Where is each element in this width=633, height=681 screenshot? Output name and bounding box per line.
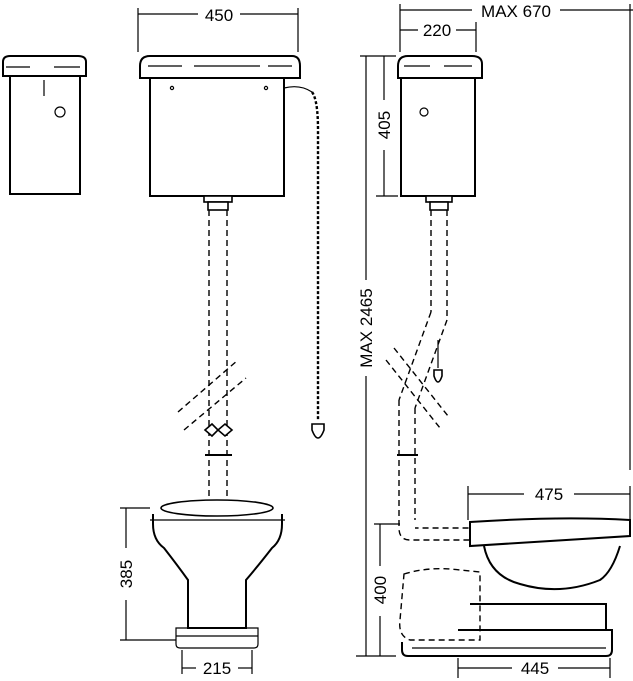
- front-flush-pipe: [177, 210, 247, 500]
- dim-cistern-depth: 220: [400, 21, 477, 52]
- label-pan-height-front: 385: [117, 560, 136, 588]
- dim-cistern-height: 405: [360, 55, 398, 197]
- label-pan-depth: 475: [535, 485, 563, 504]
- dim-overall-height: MAX 2465: [356, 56, 396, 657]
- label-pan-floor-depth: 445: [521, 659, 549, 678]
- label-pan-height-side: 400: [371, 576, 390, 604]
- front-pan: [150, 499, 285, 649]
- label-side-overall: MAX 670: [481, 2, 551, 21]
- dim-side-overall: MAX 670: [399, 2, 633, 470]
- side-pan: [398, 517, 631, 657]
- side-cistern: [397, 55, 483, 211]
- dim-pedestal-width: 215: [181, 650, 253, 678]
- dim-pan-floor-depth: 445: [457, 658, 611, 678]
- label-cistern-depth: 220: [423, 21, 451, 40]
- label-overall-height: MAX 2465: [357, 288, 376, 367]
- dim-pan-depth: 475: [467, 485, 631, 520]
- label-cistern-height: 405: [375, 111, 394, 139]
- dim-pan-height-front: 385: [117, 507, 176, 641]
- pull-chain: [283, 86, 325, 439]
- front-cistern: [139, 55, 301, 211]
- small-cistern-end-view: [1, 55, 87, 195]
- side-flush-pipe: [385, 210, 449, 520]
- label-cistern-width: 450: [205, 6, 233, 25]
- dim-cistern-width: 450: [137, 6, 299, 52]
- dim-pan-height-side: 400: [371, 523, 400, 656]
- label-pedestal-width: 215: [203, 659, 231, 678]
